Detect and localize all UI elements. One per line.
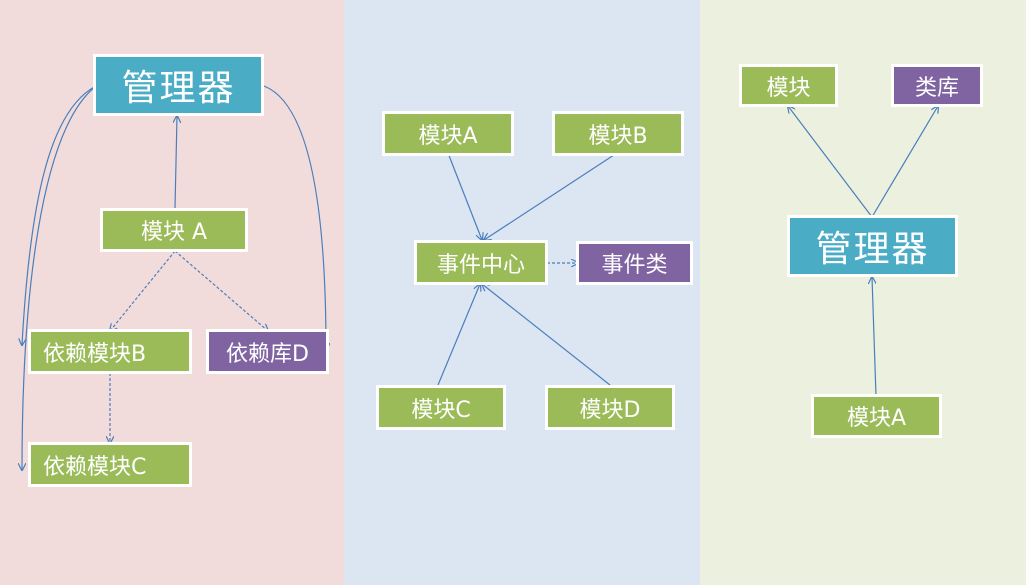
left-dep-module-b-box: 依赖模块B: [28, 329, 192, 374]
arrow-module-d-to-event-center: [482, 284, 611, 386]
arrow-manager-to-module: [788, 106, 873, 218]
middle-event-center-box: 事件中心: [414, 240, 548, 285]
dashed-module-a-to-dep-d: [174, 250, 268, 331]
arrow-module-b-to-event-center: [484, 152, 618, 240]
left-module-a-box: 模块 A: [100, 208, 248, 252]
middle-module-b-box: 模块B: [552, 111, 684, 156]
arrow-module-c-to-event-center: [437, 284, 480, 386]
curve-manager-to-dep-c: [22, 85, 97, 470]
arrow-module-a-to-event-center: [447, 152, 482, 240]
curve-manager-to-dep-d: [263, 85, 326, 350]
left-manager-box: 管理器: [93, 54, 264, 116]
middle-module-c-box: 模块C: [376, 385, 506, 430]
middle-module-a-box: 模块A: [382, 111, 514, 156]
left-dep-module-c-box: 依赖模块C: [28, 442, 192, 487]
arrow-manager-to-class-library: [871, 106, 938, 218]
right-manager-box: 管理器: [787, 215, 958, 277]
panel-middle: [344, 0, 700, 585]
left-dep-library-d-box: 依赖库D: [206, 329, 329, 374]
dashed-module-a-to-dep-b: [110, 250, 176, 331]
right-module-box: 模块: [739, 64, 838, 107]
arrow-module-a-to-manager: [175, 116, 177, 209]
curve-manager-to-dep-b: [22, 85, 97, 345]
arrow-module-a-to-manager-right: [872, 277, 877, 397]
middle-event-class-box: 事件类: [576, 241, 693, 285]
middle-module-d-box: 模块D: [545, 385, 675, 430]
right-module-a-box: 模块A: [811, 394, 942, 438]
right-class-library-box: 类库: [891, 64, 983, 107]
